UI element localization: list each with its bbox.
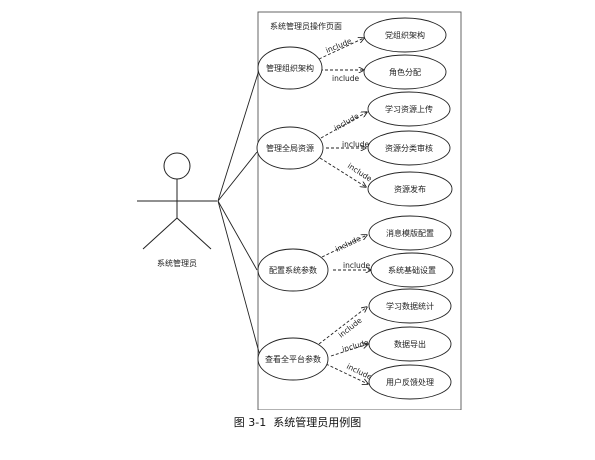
association-manage-org	[217, 69, 260, 202]
svg-text:党组织架构: 党组织架构	[385, 30, 425, 40]
association-config-params	[217, 200, 258, 271]
system-title: 系统管理员操作页面	[270, 21, 342, 31]
include-label: include	[341, 338, 370, 354]
svg-text:资源发布: 资源发布	[394, 184, 426, 194]
actor-system-admin: 系统管理员	[137, 152, 217, 268]
include-edge-message-template	[321, 235, 367, 258]
system-boundary	[257, 11, 462, 410]
svg-text:配置系统参数: 配置系统参数	[269, 265, 317, 275]
use-case-config-params[interactable]: 配置系统参数	[257, 248, 329, 292]
svg-text:资源分类审核: 资源分类审核	[385, 143, 433, 153]
svg-text:学习资源上传: 学习资源上传	[385, 104, 433, 114]
include-edge-data-export	[330, 344, 368, 357]
use-case-view-params[interactable]: 查看全平台参数	[257, 337, 329, 381]
use-case-manage-resources[interactable]: 管理全局资源	[256, 126, 324, 170]
use-case-data-export[interactable]: 数据导出	[368, 326, 452, 362]
include-label: include	[334, 234, 363, 254]
included-use-cases: 党组织架构 角色分配 学习资源上传 资源分类审核 资源发布 消息模版配置 系统基…	[363, 17, 454, 400]
include-edge-resource-upload	[320, 112, 367, 139]
include-edge-resource-publish	[319, 157, 366, 187]
include-label: include	[346, 161, 374, 184]
include-label: include	[324, 36, 353, 55]
svg-text:管理组织架构: 管理组织架构	[266, 63, 314, 73]
figure-title: 系统管理员用例图	[273, 416, 362, 429]
use-case-message-template[interactable]: 消息模版配置	[368, 215, 452, 251]
use-case-party-org[interactable]: 党组织架构	[363, 17, 447, 53]
include-edge-feedback-handling	[325, 363, 368, 384]
svg-text:角色分配: 角色分配	[389, 67, 421, 77]
include-edge-party-org	[318, 38, 364, 60]
association-view-params	[217, 200, 261, 357]
svg-text:学习数据统计: 学习数据统计	[386, 301, 434, 311]
association-manage-resources	[217, 151, 258, 202]
svg-text:消息模版配置: 消息模版配置	[386, 228, 434, 238]
associations	[217, 69, 261, 357]
use-case-resource-review[interactable]: 资源分类审核	[367, 130, 451, 166]
use-case-learning-stats[interactable]: 学习数据统计	[368, 288, 452, 324]
use-case-feedback-handling[interactable]: 用户反馈处理	[368, 364, 452, 400]
include-label: include	[332, 74, 360, 83]
figure-caption: 图 3-1 系统管理员用例图	[0, 414, 595, 430]
include-label: include	[333, 111, 361, 133]
use-case-manage-org[interactable]: 管理组织架构	[257, 46, 323, 90]
svg-text:用户反馈处理: 用户反馈处理	[386, 377, 434, 387]
include-relationships	[318, 38, 371, 384]
include-labels: include include include include include …	[324, 36, 374, 382]
actor-label: 系统管理员	[157, 258, 197, 268]
svg-text:查看全平台参数: 查看全平台参数	[265, 354, 321, 364]
figure-number: 图 3-1	[233, 416, 267, 429]
use-case-resource-publish[interactable]: 资源发布	[367, 171, 453, 207]
include-label: include	[342, 140, 370, 149]
actor-head	[163, 152, 191, 180]
use-case-basic-settings[interactable]: 系统基础设置	[370, 252, 454, 288]
use-case-resource-upload[interactable]: 学习资源上传	[367, 91, 451, 127]
use-case-role-assign[interactable]: 角色分配	[363, 54, 447, 90]
use-case-diagram: 系统管理员操作页面 系统管理员 include include include …	[137, 11, 462, 410]
include-edge-learning-stats	[318, 307, 367, 345]
primary-use-cases: 管理组织架构 管理全局资源 配置系统参数 查看全平台参数	[256, 46, 329, 381]
actor-right-leg	[176, 217, 212, 250]
svg-text:数据导出: 数据导出	[394, 339, 426, 349]
actor-left-leg	[142, 217, 178, 250]
svg-text:管理全局资源: 管理全局资源	[266, 143, 314, 153]
include-label: include	[343, 261, 371, 270]
svg-text:系统基础设置: 系统基础设置	[388, 265, 436, 275]
